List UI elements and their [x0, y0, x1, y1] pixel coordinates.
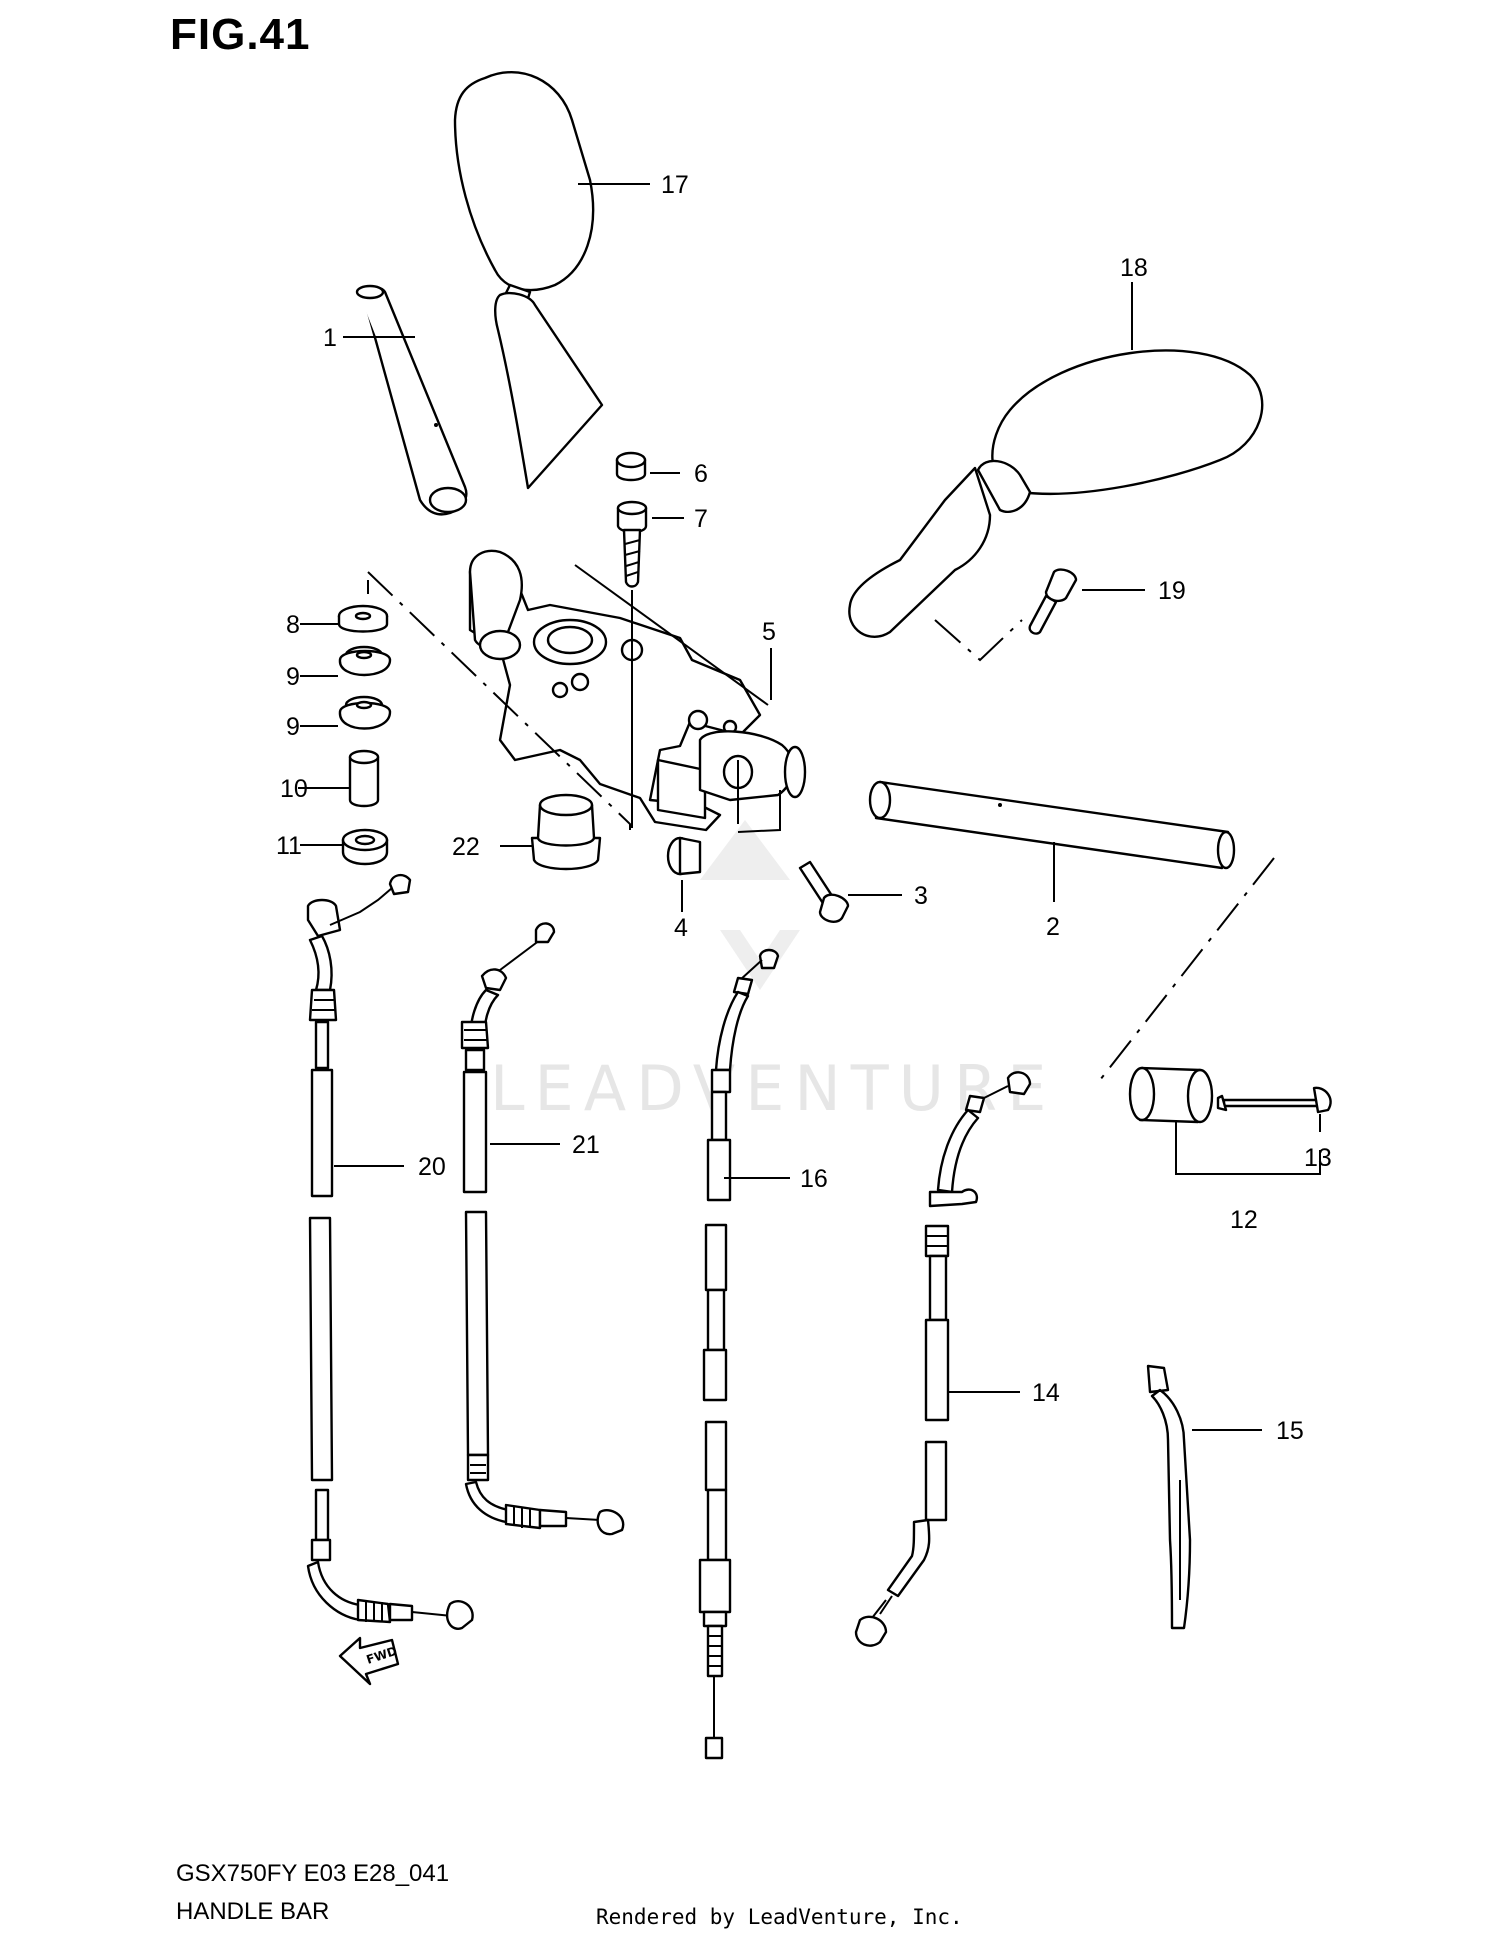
callout-21: 15: [1276, 1417, 1304, 1445]
callout-13: 13: [1304, 1144, 1332, 1172]
callout-12: 12: [1230, 1206, 1258, 1234]
part-1-handle-pipe[interactable]: [355, 284, 468, 516]
callout-1: 1: [323, 324, 337, 352]
callout-labels: 17 18 1 6 7 19 5 8 9 9 10 11 22 4 3 2 13…: [276, 171, 1332, 1445]
watermark: LEADVENTURE: [490, 820, 1056, 1125]
part-21-cable-tie[interactable]: [1146, 1364, 1192, 1630]
callout-11: 11: [276, 832, 302, 860]
leader-lines: [298, 183, 1321, 1431]
part-7-bolt[interactable]: [616, 500, 648, 588]
callout-19: 21: [572, 1131, 600, 1159]
part-4-cap-nut[interactable]: [666, 836, 702, 876]
part-12-bar-end-weight[interactable]: [1128, 1066, 1214, 1124]
part-22-grommet[interactable]: [530, 793, 602, 871]
part-17-clutch-cable[interactable]: [698, 948, 780, 1760]
callout-3: 3: [914, 882, 928, 910]
part-13-screw[interactable]: [1216, 1086, 1332, 1114]
render-credit: Rendered by LeadVenture, Inc.: [596, 1905, 963, 1929]
part-20-choke-cable[interactable]: [854, 1071, 1032, 1647]
callout-15: 18: [1120, 254, 1148, 282]
callout-16: 19: [1158, 577, 1186, 605]
callout-14: 17: [661, 171, 689, 199]
part-8-washer[interactable]: [337, 604, 389, 633]
part-10-spacer[interactable]: [348, 749, 380, 808]
part-6-cap[interactable]: [615, 451, 647, 482]
callout-5: 5: [762, 618, 776, 646]
part-18-throttle-cable[interactable]: [306, 873, 474, 1630]
part-19-throttle-cable[interactable]: [460, 922, 625, 1536]
callout-17: 16: [800, 1165, 828, 1193]
watermark-text: LEADVENTURE: [490, 1052, 1056, 1125]
callout-18: 20: [418, 1153, 446, 1181]
figure-title: FIG.41: [170, 10, 311, 59]
callout-10: 10: [280, 775, 308, 803]
callout-22: 22: [452, 833, 480, 861]
part-2-handle-pipe[interactable]: [868, 780, 1236, 870]
part-11-nut[interactable]: [341, 828, 389, 866]
model-code: GSX750FY E03 E28_041: [176, 1860, 450, 1887]
part-16-screw[interactable]: [1028, 568, 1078, 635]
callout-4: 4: [674, 914, 688, 942]
part-3-bolt[interactable]: [798, 860, 850, 923]
callout-2: 2: [1046, 913, 1060, 941]
callout-8: 8: [286, 611, 300, 639]
section-title: HANDLE BAR: [176, 1898, 330, 1925]
part-9b-cushion[interactable]: [338, 695, 392, 730]
callout-20: 14: [1032, 1379, 1060, 1407]
part-15-right-mirror[interactable]: [848, 349, 1264, 662]
part-14-left-mirror[interactable]: [453, 70, 604, 490]
callout-9b: 9: [286, 713, 300, 741]
part-9-cushion[interactable]: [338, 645, 392, 677]
fwd-arrow-icon: FWD: [338, 1636, 400, 1686]
callout-7: 7: [694, 505, 708, 533]
part-5-handlebar-holder[interactable]: [468, 549, 807, 833]
callout-6: 6: [694, 460, 708, 488]
callout-9a: 9: [286, 663, 300, 691]
